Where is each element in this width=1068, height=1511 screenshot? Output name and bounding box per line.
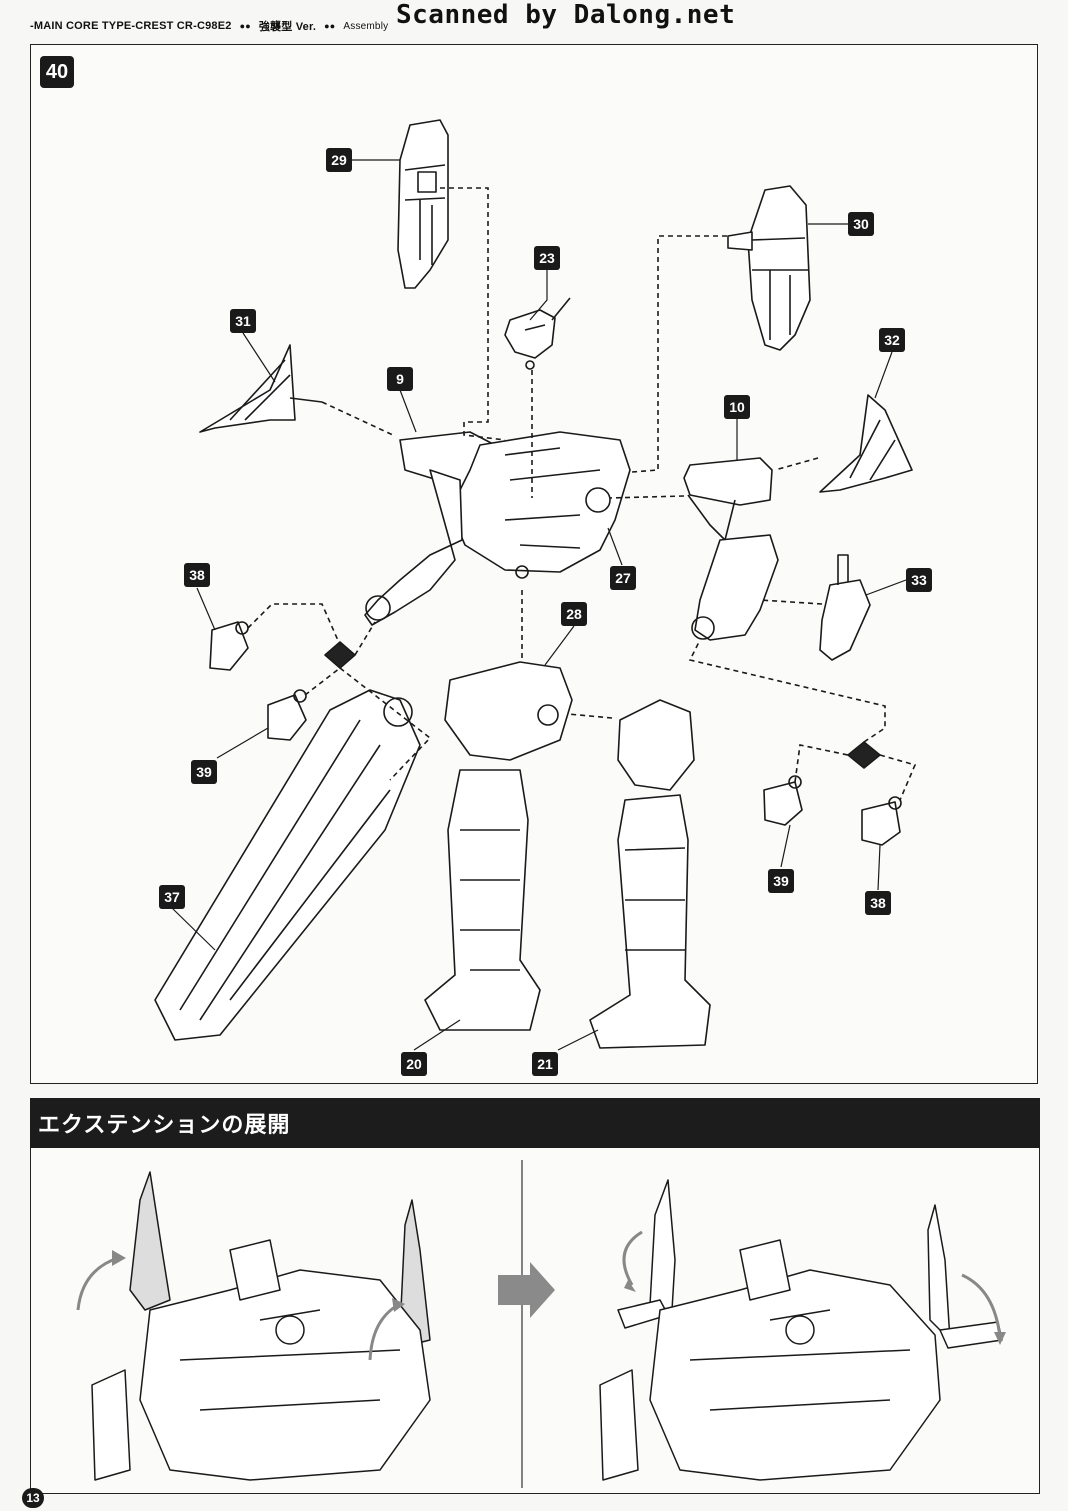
watermark: Scanned by Dalong.net [396,0,736,30]
part-label-32: 32 [879,328,905,352]
variant-title: 強襲型 Ver. [258,21,317,33]
part-28-drawing [424,661,573,1031]
bullet-icon: ●● [324,21,336,31]
part-33-drawing [819,554,871,661]
extension-frame [30,1148,1040,1494]
section-title-bar: エクステンションの展開 [30,1098,1040,1148]
part-10-drawing [683,457,779,641]
bullet-icon: ●● [239,21,251,31]
step-number-badge: 40 [40,56,74,88]
part-23-drawing [504,297,571,370]
page-header: -MAIN CORE TYPE-CREST CR-C98E2 ●● 強襲型 Ve… [30,18,388,34]
part-label-39: 39 [191,760,217,784]
part-label-29: 29 [326,148,352,172]
part-label-33: 33 [906,568,932,592]
part-label-39: 39 [768,869,794,893]
part-21-drawing [589,699,711,1049]
part-label-27: 27 [610,566,636,590]
part-label-37: 37 [159,885,185,909]
part-label-38: 38 [865,891,891,915]
part-31-drawing [199,344,323,433]
hand-parts-drawing [209,621,902,846]
part-label-31: 31 [230,309,256,333]
model-title: -MAIN CORE TYPE-CREST CR-C98E2 [30,20,232,32]
part-label-20: 20 [401,1052,427,1076]
part-label-30: 30 [848,212,874,236]
exploded-assembly-diagram [154,119,917,1051]
extension-title: エクステンションの展開 [38,1113,291,1138]
part-label-28: 28 [561,602,587,626]
part-label-21: 21 [532,1052,558,1076]
part-29-drawing [397,119,449,289]
part-label-38: 38 [184,563,210,587]
core-body-drawing [364,431,631,626]
part-30-drawing [727,185,811,351]
page-number: 13 [22,1488,44,1508]
section-title: Assembly [343,20,389,32]
part-32-drawing [819,394,913,493]
part-37-drawing [154,689,421,1041]
part-label-10: 10 [724,395,750,419]
part-label-9: 9 [387,367,413,391]
part-label-23: 23 [534,246,560,270]
